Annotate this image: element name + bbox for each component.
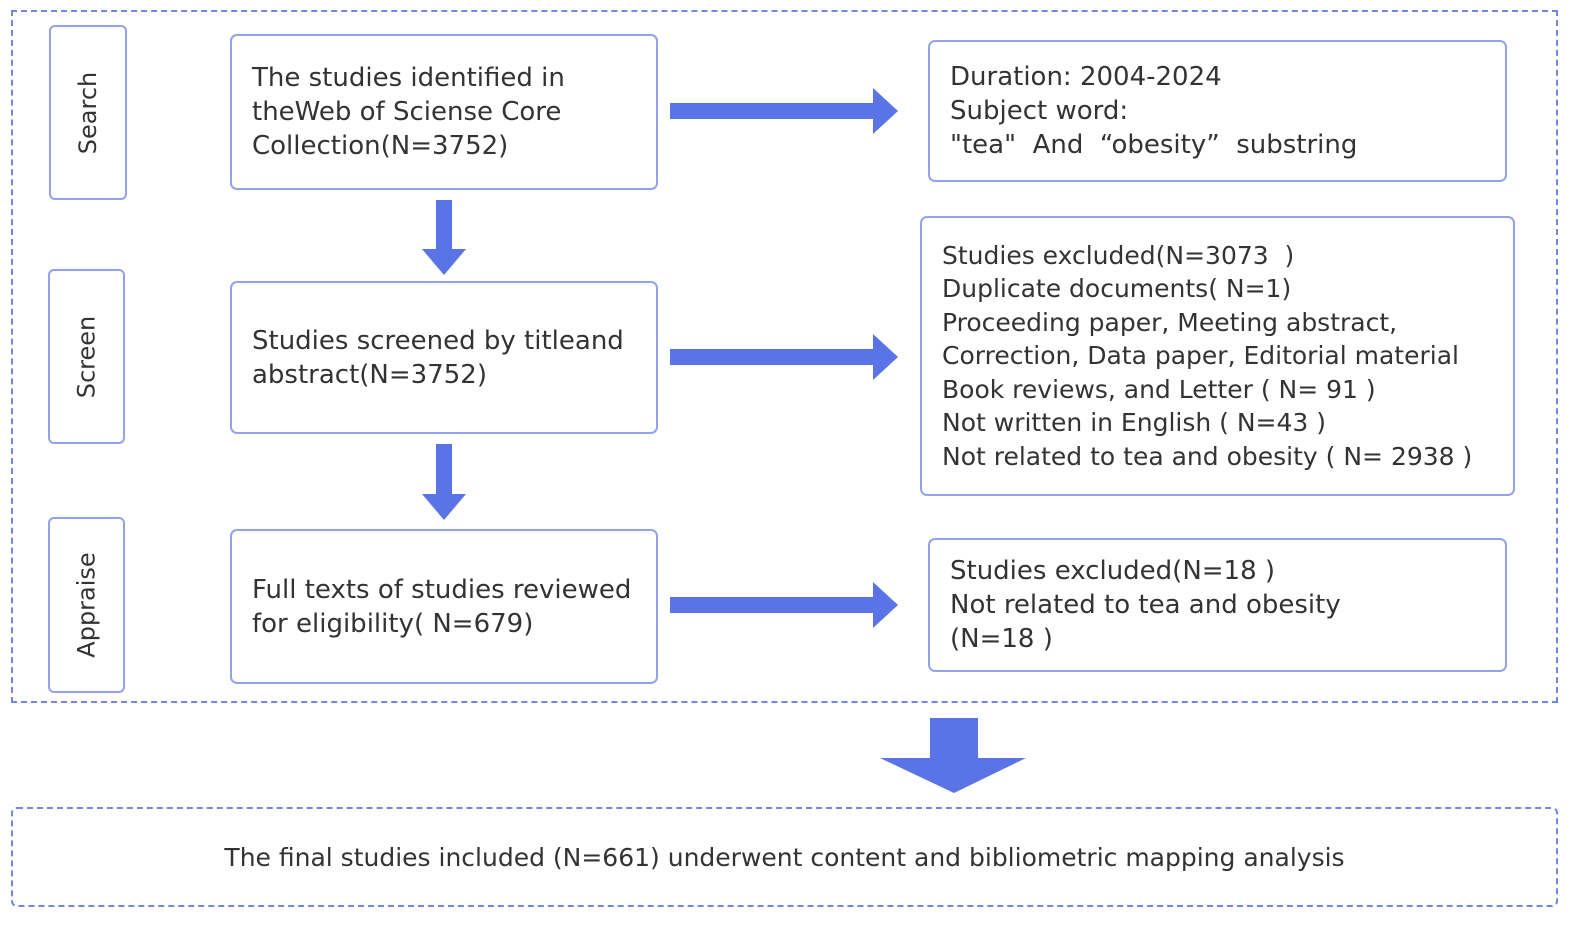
excluded-appraise-line-2: Not related to tea and obesity [950, 590, 1341, 620]
screened-line-2: abstract(N=3752) [252, 359, 487, 390]
criteria-line-2: Subject word: [950, 96, 1129, 126]
screened-line-1: Studies screened by titleand [252, 325, 624, 356]
excluded-screen-line-1: Studies excluded(N=3073 ) [942, 240, 1295, 270]
arrow-right-3 [670, 582, 898, 628]
excluded-screen-line-5: Book reviews, and Letter ( N= 91 ) [942, 374, 1376, 404]
criteria-line-1: Duration: 2004-2024 [950, 62, 1222, 92]
identified-line-3: Collection(N=3752) [252, 131, 509, 161]
arrow-right-2 [670, 334, 898, 380]
fulltext-line-2: for eligibility( N=679) [252, 608, 534, 639]
arrow-big-down [880, 718, 1026, 793]
final-container [11, 807, 1558, 907]
arrow-right-1 [670, 88, 898, 134]
process-container [11, 10, 1558, 703]
criteria-line-3: "tea" And “obesity” substring [950, 130, 1358, 160]
search-criteria-box: Duration: 2004-2024 Subject word: "tea" … [928, 40, 1507, 182]
stage-search: Search [49, 25, 127, 200]
excluded-screen-line-2: Duplicate documents( N=1) [942, 274, 1292, 304]
identified-line-2: theWeb of Sciense Core [252, 97, 562, 127]
identified-line-1: The studies identified in [252, 63, 565, 93]
stage-screen: Screen [48, 269, 125, 444]
excluded-screen-line-4: Correction, Data paper, Editorial materi… [942, 341, 1459, 371]
excluded-screen-box: Studies excluded(N=3073 ) Duplicate docu… [920, 216, 1515, 496]
excluded-appraise-box: Studies excluded(N=18 ) Not related to t… [928, 538, 1507, 672]
arrow-down-2 [422, 444, 466, 520]
final-text: The final studies included (N=661) under… [224, 842, 1345, 872]
excluded-screen-line-7: Not related to tea and obesity ( N= 2938… [942, 441, 1473, 471]
fulltext-box: Full texts of studies reviewed for eligi… [230, 529, 658, 684]
screened-box: Studies screened by titleand abstract(N=… [230, 281, 658, 434]
excluded-screen-line-3: Proceeding paper, Meeting abstract, [942, 307, 1398, 337]
excluded-appraise-line-3: (N=18 ) [950, 624, 1053, 654]
arrow-down-1 [422, 200, 466, 275]
stage-appraise: Appraise [48, 517, 125, 693]
excluded-appraise-line-1: Studies excluded(N=18 ) [950, 556, 1276, 586]
identified-box: The studies identified in theWeb of Scie… [230, 34, 658, 190]
excluded-screen-line-6: Not written in English ( N=43 ) [942, 408, 1327, 438]
fulltext-line-1: Full texts of studies reviewed [252, 574, 632, 605]
